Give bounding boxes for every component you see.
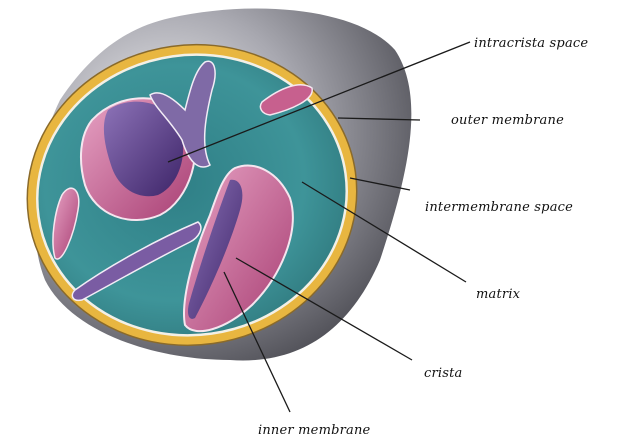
label-intracrista-space: intracrista space [474, 36, 588, 51]
label-matrix: matrix [476, 287, 520, 302]
label-inner-membrane: inner membrane [258, 423, 370, 438]
label-outer-membrane: outer membrane [451, 113, 564, 128]
label-crista: crista [424, 366, 463, 381]
label-intermembrane-space: intermembrane space [425, 200, 573, 215]
